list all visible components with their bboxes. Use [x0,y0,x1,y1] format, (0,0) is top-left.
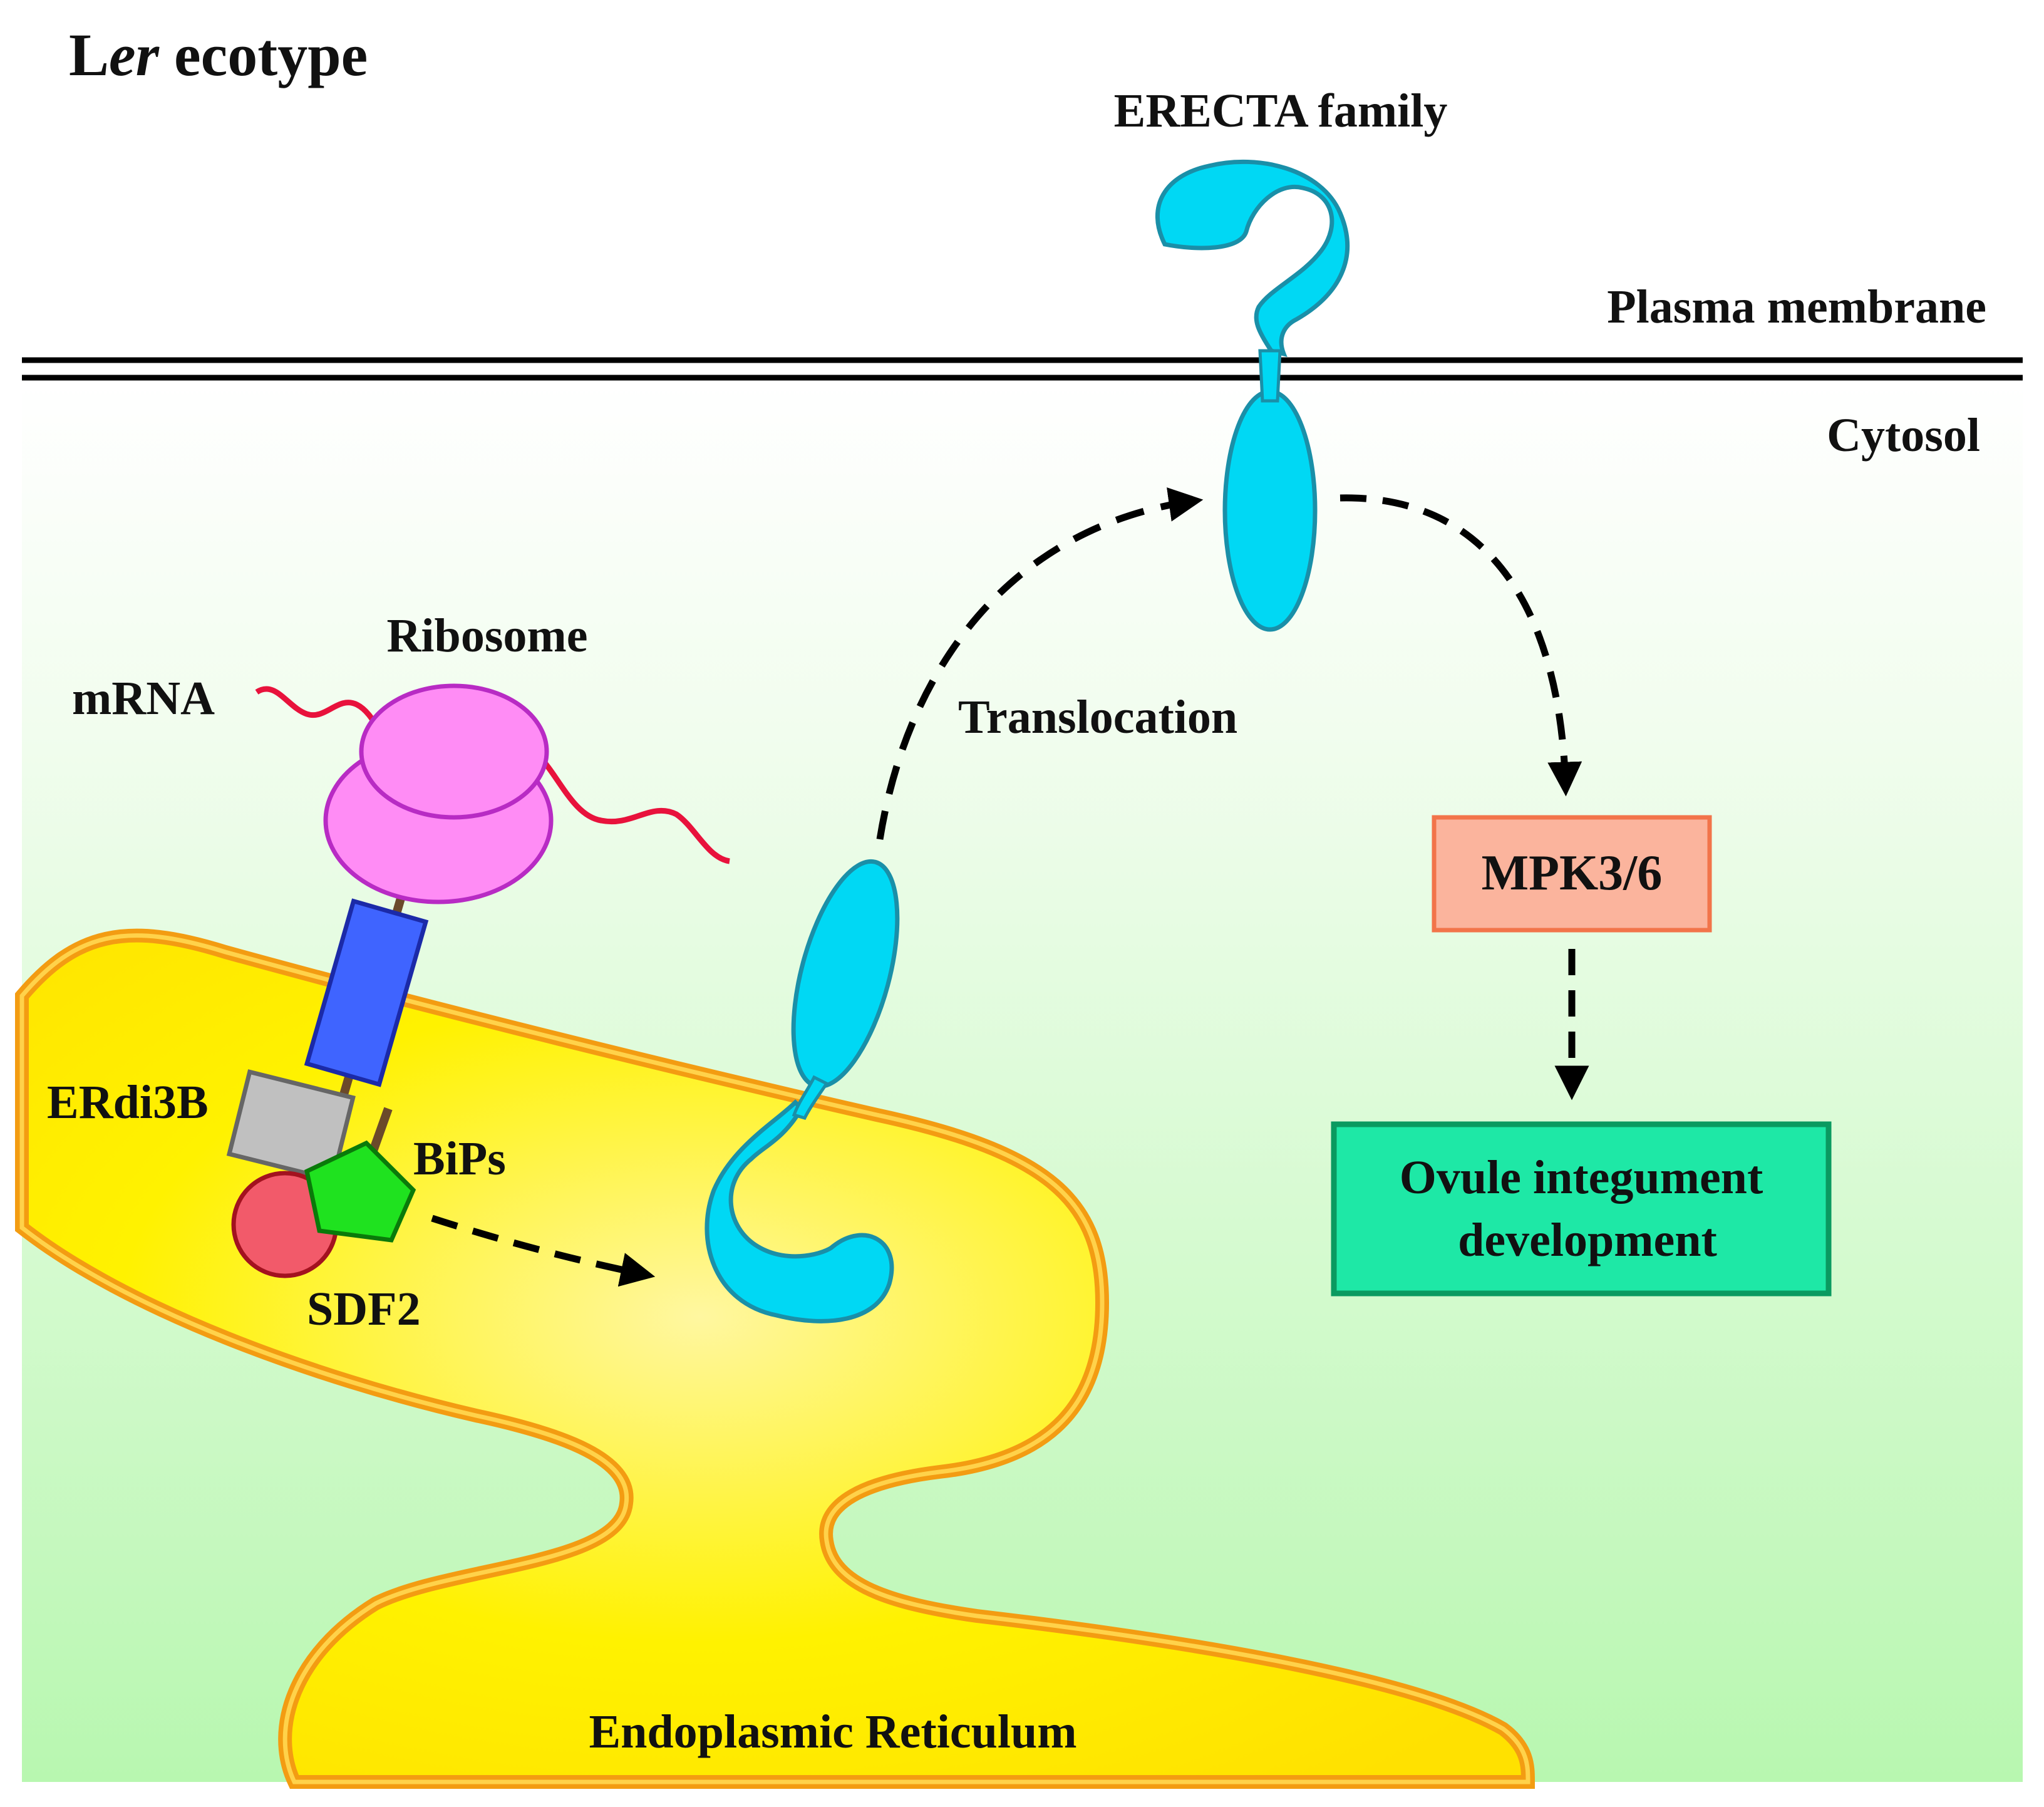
arrow-erecta-to-mpk [1339,494,1582,797]
ovule-label-line1: Ovule integument [1400,1151,1763,1204]
arrow-bips-to-erecta [431,1214,656,1287]
erecta-er-receptor [705,859,900,1323]
title-prefix: L [69,21,109,88]
bips-pentagon [304,1140,416,1243]
ribosome [323,683,554,904]
ovule-label-line2: development [1458,1214,1717,1266]
label-erdi3b: ERdi3B [47,1076,209,1129]
erdi3b-block [226,1069,356,1183]
label-mrna: mRNA [72,672,215,725]
title-ecotype: Ler ecotype [69,21,368,88]
endoplasmic-reticulum-shape [15,928,1536,1789]
label-sdf2: SDF2 [307,1283,421,1335]
title-italic: er [109,21,160,88]
title-suffix: ecotype [159,21,368,88]
label-bips: BiPs [413,1132,506,1185]
bips-stalk [368,1107,393,1154]
arrow-translocation [876,487,1204,840]
label-ribosome: Ribosome [387,609,588,662]
erecta-membrane-receptor [1155,159,1350,632]
mpk36-box [1432,815,1712,933]
label-translocation: Translocation [958,691,1237,743]
label-plasma-membrane: Plasma membrane [1607,281,1986,333]
label-cytosol: Cytosol [1827,409,1980,462]
label-endoplasmic-reticulum: Endoplasmic Reticulum [589,1706,1076,1758]
nascent-protein-block [304,898,429,1087]
ovule-development-box [1331,1121,1832,1297]
mpk36-label: MPK3/6 [1482,846,1663,901]
plasma-membrane [22,357,2023,381]
label-erecta-family: ERECTA family [1114,85,1448,137]
